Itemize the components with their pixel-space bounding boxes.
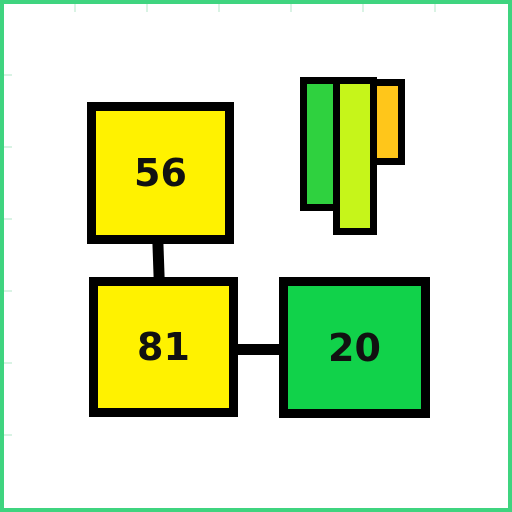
tile-56[interactable]: 56 [87, 102, 234, 244]
grid-mark [74, 4, 76, 12]
tile-81[interactable]: 81 [89, 277, 238, 417]
grid-mark [218, 4, 220, 12]
tile-20[interactable]: 20 [279, 277, 430, 418]
grid-mark [4, 434, 12, 436]
grid-mark [434, 4, 436, 12]
tile-value: 81 [137, 325, 190, 369]
grid-mark [4, 218, 12, 220]
tile-value: 20 [328, 325, 381, 370]
bar-orange [370, 79, 405, 165]
grid-mark [290, 4, 292, 12]
grid-mark [4, 146, 12, 148]
tile-value: 56 [134, 151, 187, 195]
grid-mark [146, 4, 148, 12]
grid-mark [362, 4, 364, 12]
connector-81-20 [236, 344, 282, 355]
grid-mark [4, 74, 12, 76]
connector-56-81 [152, 239, 165, 281]
grid-mark [4, 362, 12, 364]
grid-mark [4, 290, 12, 292]
